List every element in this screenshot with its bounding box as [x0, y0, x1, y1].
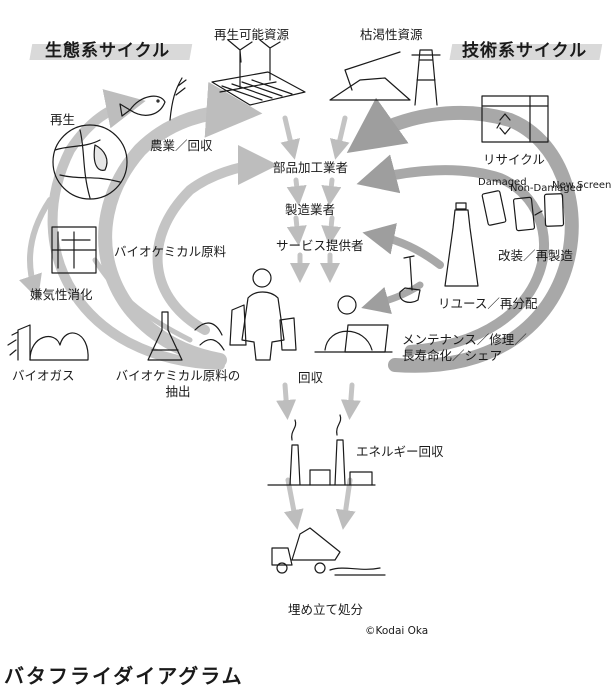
refurbish-label: 改装／再製造: [498, 248, 574, 263]
energy-recovery-label: エネルギー回収: [356, 444, 444, 459]
landfill-label: 埋め立て処分: [288, 602, 364, 617]
mine-tower-icon: [329, 49, 441, 106]
phones-icon: [481, 190, 565, 232]
biochemical-feedstock-label: バイオケミカル原料: [114, 244, 227, 259]
anaerobic-digestion-label: 嫌気性消化: [30, 287, 93, 302]
digester-tank-icon: [51, 226, 97, 274]
damaged-label: Damaged: [478, 177, 527, 188]
bio-header-bar: [29, 44, 193, 60]
biochemical-extraction-line2: 抽出: [165, 383, 191, 399]
power-plant-icon: [267, 414, 376, 486]
recycling-machine-icon: [481, 95, 549, 143]
tech-header-bar: [449, 44, 603, 60]
tech-cycle-arrows: [346, 97, 579, 373]
reuse-label: リユース／再分配: [438, 296, 538, 311]
maintenance-label: メンテナンス／修理／ 長寿命化／シェア: [402, 332, 527, 363]
flask-icon: [147, 311, 225, 361]
regeneration-label: 再生: [50, 112, 76, 127]
service-provider-label: サービス提供者: [276, 238, 364, 253]
farming-collection-label: 農業／回収: [150, 138, 213, 153]
solar-wind-icon: [211, 39, 306, 106]
depletable-resources-label: 枯渇性資源: [360, 27, 423, 42]
biogas-label: バイオガス: [12, 368, 75, 383]
maintenance-line2: 長寿命化／シェア: [402, 347, 503, 363]
dress-icon: [444, 202, 479, 287]
manufacturer-label: 製造業者: [285, 202, 336, 217]
dump-truck-icon: [271, 527, 386, 576]
maintenance-line1: メンテナンス／修理／: [402, 332, 527, 347]
biochemical-extraction-line1: バイオケミカル原料の: [115, 368, 241, 383]
wrench-hand-icon: [399, 255, 421, 303]
credit-label: ©Kodai Oka: [365, 625, 429, 637]
biogas-domes-icon: [7, 324, 89, 361]
renewable-resources-label: 再生可能資源: [214, 27, 290, 42]
diagram-caption: バタフライダイアグラム: [4, 664, 244, 688]
collection-label: 回収: [298, 370, 324, 385]
globe-icon: [52, 124, 128, 200]
bio-cycle-arrows: [19, 81, 278, 370]
illustrations: [7, 39, 565, 576]
bio-cycle-header: 生態系サイクル: [45, 41, 171, 61]
fish-grain-icon: [119, 77, 187, 121]
recycle-label: リサイクル: [483, 152, 545, 167]
parts-manufacturer-label: 部品加工業者: [273, 160, 349, 175]
non-damaged-label: Non-Damaged: [510, 183, 583, 194]
new-screen-label: New Screen: [552, 180, 611, 191]
center-arrows: [276, 115, 361, 530]
biochemical-extraction-label: バイオケミカル原料の 抽出: [108, 368, 248, 399]
shopper-figure-icon: [229, 268, 297, 361]
laptop-figure-icon: [314, 295, 393, 353]
tech-cycle-header: 技術系サイクル: [462, 41, 588, 61]
